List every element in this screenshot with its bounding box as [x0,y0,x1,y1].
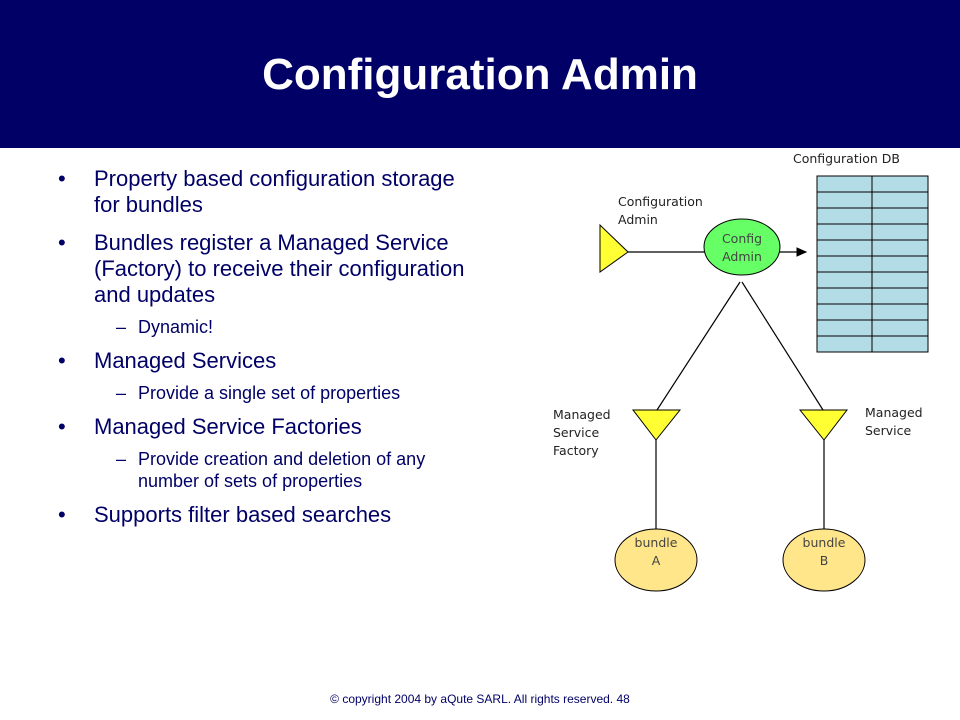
bullet-text: Bundles register a Managed Service (Fact… [94,230,465,307]
sub-bullet-item: –Provide a single set of properties [58,382,478,404]
db-cell [816,207,873,225]
config-admin-node-label: Config Admin [721,231,763,264]
db-cell [816,239,873,257]
db-cell [871,319,929,337]
db-cell [871,271,929,289]
bundle-b-node [782,528,866,592]
db-cell [816,191,873,209]
bullet-text: Property based configuration storage for… [94,166,455,217]
db-cell [816,287,873,305]
sub-bullet-text: Provide creation and deletion of any num… [138,449,426,491]
bullet-item: • Managed Services [58,348,478,374]
config-admin-node [703,218,781,276]
db-cell [871,191,929,209]
bullet-item: • Supports filter based searches [58,502,478,528]
managed-service-triangle [798,409,849,441]
bundle-b-label: bundle B [802,535,846,568]
db-cell [816,335,873,353]
bullet-dot-icon: • [58,230,66,255]
sub-bullet-item: –Dynamic! [58,316,478,338]
db-cell [871,207,929,225]
configuration-db-table [816,175,929,353]
bullet-text: Managed Services [94,348,277,373]
bundle-a-node [614,528,698,592]
title-banner [0,0,960,148]
db-cell [871,223,929,241]
bundle-a-label: bundle A [634,535,678,568]
db-cell [816,255,873,273]
slide-title: Configuration Admin [262,50,698,99]
configuration-db-label: Configuration DB [793,151,900,166]
bullet-dot-icon: • [58,348,66,373]
bullet-text: Supports filter based searches [94,502,392,527]
bullet-text: Managed Service Factories [94,414,362,439]
bullet-item: • Bundles register a Managed Service (Fac… [58,230,478,308]
db-cell [816,271,873,289]
managed-service-label: Managed Service [865,405,923,438]
bullet-item: • Managed Service Factories [58,414,478,440]
sub-bullet-item: –Provide creation and deletion of any nu… [58,448,478,492]
configuration-admin-label: Configuration Admin [618,194,703,227]
db-cell [816,175,873,193]
sub-bullet-text: Dynamic! [138,317,214,337]
db-cell [871,175,929,193]
bullet-dot-icon: • [58,414,66,439]
db-cell [871,255,929,273]
config-to-service-connector [741,281,824,411]
footer-copyright: © copyright 2004 by aQute SARL. All righ… [330,692,630,706]
db-cell [816,319,873,337]
config-to-factory-connector [656,281,741,411]
db-cell [871,239,929,257]
bullet-list: • Property based configuration storage fo… [58,166,478,540]
db-cell [816,223,873,241]
bullet-item: • Property based configuration storage fo… [58,166,478,218]
db-cell [871,303,929,321]
bullet-dot-icon: • [58,166,66,191]
config-admin-service-triangle [599,223,629,273]
dash-icon: – [116,449,127,469]
db-cell [816,303,873,321]
managed-service-factory-label: Managed Service Factory [553,407,611,458]
managed-service-factory-triangle [631,409,682,441]
dash-icon: – [116,383,127,403]
dash-icon: – [116,317,127,337]
sub-bullet-text: Provide a single set of properties [138,383,401,403]
db-cell [871,287,929,305]
db-cell [871,335,929,353]
bullet-dot-icon: • [58,502,66,527]
